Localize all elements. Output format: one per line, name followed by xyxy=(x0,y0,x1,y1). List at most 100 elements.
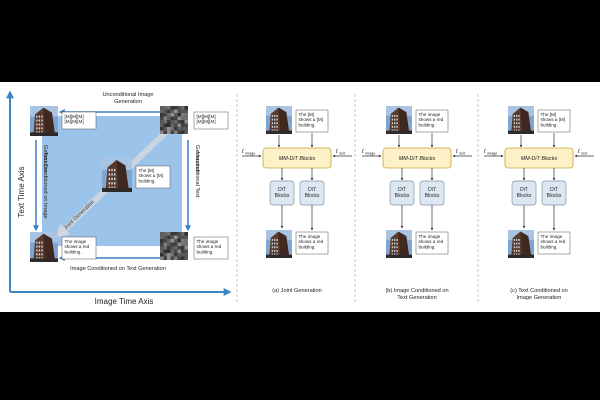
panel-title: Text Generation xyxy=(397,295,437,301)
noise-cell xyxy=(185,239,189,243)
building-window xyxy=(276,126,277,128)
building-window xyxy=(272,119,273,121)
caption-text: The image xyxy=(419,234,441,239)
mm-dit-label: MM-DiT Blocks xyxy=(521,156,558,162)
building-window xyxy=(396,246,397,248)
noise-cell xyxy=(160,232,164,236)
timestep-text-subscript: text xyxy=(460,152,466,156)
building-window xyxy=(109,173,111,175)
noise-cell xyxy=(185,236,189,240)
noise-cell xyxy=(167,120,171,124)
building-window xyxy=(518,119,519,121)
noise-cell xyxy=(178,232,182,236)
noise-cell xyxy=(160,253,164,257)
noise-cell xyxy=(181,246,185,250)
building-window xyxy=(518,115,519,117)
noise-cell xyxy=(178,110,182,114)
noise-cell xyxy=(171,257,175,261)
text-time-axis-label: Text Time Axis xyxy=(17,166,26,217)
timestep-image-subscript: image xyxy=(488,152,498,156)
noise-cell xyxy=(185,127,189,131)
building-window xyxy=(36,123,37,125)
noise-cell xyxy=(171,117,175,121)
building-window xyxy=(518,243,519,245)
noise-cell xyxy=(174,236,178,240)
diagram-svg: Image Time AxisText Time AxisUncondition… xyxy=(0,82,600,312)
noise-cell xyxy=(160,131,164,135)
noise-cell xyxy=(160,239,164,243)
noise-cell xyxy=(164,110,168,114)
noise-cell xyxy=(167,243,171,247)
noise-cell xyxy=(167,117,171,121)
caption-text: shows a [M] xyxy=(139,173,164,178)
building-window xyxy=(274,122,275,124)
building-window xyxy=(274,119,275,121)
caption-text: building. xyxy=(541,245,558,250)
mm-dit-label: MM-DiT Blocks xyxy=(399,156,436,162)
noise-cell xyxy=(167,113,171,117)
building-window xyxy=(36,253,37,255)
building-window xyxy=(39,127,40,129)
caption-text: shows a red xyxy=(299,239,324,244)
noise-cell xyxy=(164,253,168,257)
building-window xyxy=(392,126,393,128)
noise-cell xyxy=(171,246,175,250)
building-window xyxy=(36,246,37,248)
noise-cell xyxy=(167,232,171,236)
building-window xyxy=(516,239,517,241)
building-window xyxy=(114,173,116,175)
building-window xyxy=(392,239,393,241)
bottom-right-noise-image xyxy=(160,232,188,260)
building-window xyxy=(114,169,116,171)
caption-text: shows a red xyxy=(197,244,222,249)
noise-cell xyxy=(160,106,164,110)
noise-cell xyxy=(171,127,175,131)
noise-cell xyxy=(174,117,178,121)
noise-cell xyxy=(174,127,178,131)
timestep-text-subscript: text xyxy=(340,152,346,156)
building-window xyxy=(514,246,515,248)
street xyxy=(266,255,292,258)
noise-cell xyxy=(160,127,164,131)
noise-cell xyxy=(167,124,171,128)
timestep-text-symbol: t xyxy=(336,149,338,155)
caption-text: The image xyxy=(65,239,87,244)
panel-output-image xyxy=(266,230,292,258)
noise-cell xyxy=(185,120,189,124)
noise-cell xyxy=(174,131,178,135)
noise-cell xyxy=(185,106,189,110)
timestep-image-symbol: t xyxy=(484,149,486,155)
building-window xyxy=(272,243,273,245)
noise-cell xyxy=(171,250,175,254)
noise-cell xyxy=(171,131,175,135)
panel-title: (b) Image Conditioned on xyxy=(385,288,448,294)
building-window xyxy=(272,246,273,248)
noise-cell xyxy=(185,117,189,121)
building-window xyxy=(396,239,397,241)
building-window xyxy=(41,116,42,118)
building-window xyxy=(114,182,116,184)
timestep-text-symbol: t xyxy=(456,149,458,155)
building-window xyxy=(516,115,517,117)
building-window xyxy=(274,115,275,117)
caption-text: building. xyxy=(139,179,156,184)
building-window xyxy=(274,243,275,245)
noise-cell xyxy=(185,131,189,135)
bottom-left-building-image xyxy=(30,232,58,262)
caption-text: shows a [M] xyxy=(541,117,566,122)
building-window xyxy=(396,115,397,117)
noise-cell xyxy=(167,106,171,110)
noise-cell xyxy=(174,250,178,254)
noise-cell xyxy=(181,236,185,240)
building-window xyxy=(392,250,393,252)
street xyxy=(508,255,534,258)
building-window xyxy=(514,126,515,128)
noise-cell xyxy=(160,124,164,128)
street xyxy=(30,258,58,262)
dit-block-label: Blocks xyxy=(547,193,562,199)
image-conditioned-label: Image Conditioned on Text Generation xyxy=(70,266,166,272)
caption-text: The image xyxy=(299,234,321,239)
noise-cell xyxy=(174,246,178,250)
caption-text: [M][M][M] xyxy=(197,119,216,124)
noise-cell xyxy=(164,131,168,135)
